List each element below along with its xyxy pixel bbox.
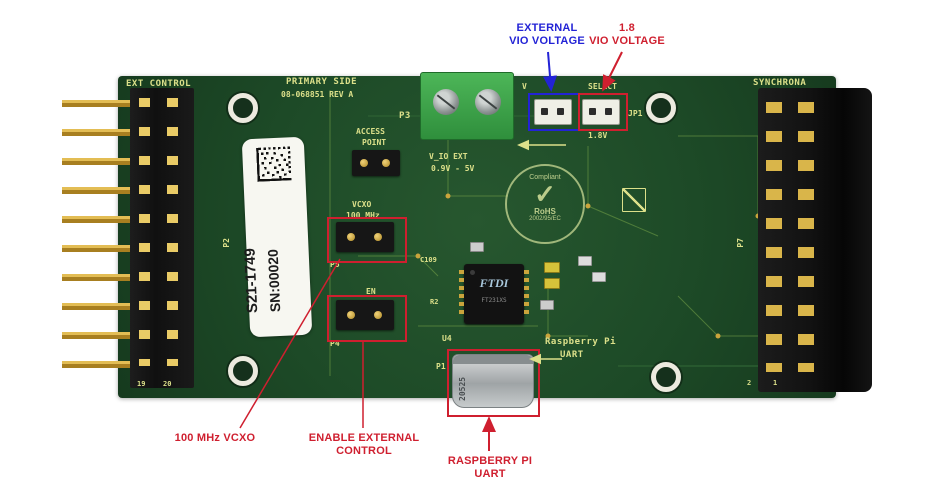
silk-ext-control: EXT CONTROL bbox=[126, 79, 192, 89]
silk-p3: P3 bbox=[399, 111, 411, 121]
vio-jumper-external bbox=[534, 99, 572, 125]
callout-raspberry-pi-uart: RASPBERRY PI UART bbox=[438, 455, 542, 481]
micro-usb-connector: 20525 bbox=[452, 354, 534, 408]
callout-external-vio: EXTERNAL VIO VOLTAGE bbox=[495, 22, 599, 48]
silk-rev: 08-068851 REV A bbox=[281, 90, 354, 99]
serial-number-line1: S21-1749 bbox=[241, 247, 262, 314]
callout-enable-external-control: ENABLE EXTERNAL CONTROL bbox=[303, 432, 425, 458]
resistor bbox=[470, 242, 484, 252]
diode-silkscreen-symbol bbox=[622, 188, 646, 212]
left-header-pad-column bbox=[139, 98, 150, 366]
serial-number-line2: SN:00020 bbox=[264, 248, 284, 313]
silk-uart: UART bbox=[560, 350, 584, 360]
chip-pin1-dot bbox=[470, 270, 475, 275]
rohs-brand: RoHS bbox=[534, 207, 556, 216]
silk-primary-side: PRIMARY SIDE bbox=[286, 77, 358, 87]
silk-1v8: 1.8V bbox=[588, 131, 608, 140]
usb-metal-lip bbox=[453, 355, 533, 364]
terminal-screw bbox=[433, 89, 459, 115]
silk-pin19: 19 bbox=[137, 380, 146, 388]
rohs-check-icon: ✓ bbox=[534, 179, 556, 209]
callout-1v8-line1: 1.8 bbox=[619, 22, 635, 34]
mounting-hole bbox=[228, 356, 258, 386]
terminal-screw bbox=[475, 89, 501, 115]
silk-point: POINT bbox=[362, 138, 387, 147]
external-vio-highlight-box bbox=[528, 93, 580, 131]
enable-jumper-p4 bbox=[336, 300, 394, 330]
silk-jp1: JP1 bbox=[628, 109, 643, 118]
chip-pins-left bbox=[459, 270, 464, 318]
callout-uart-line1: RASPBERRY PI bbox=[447, 455, 533, 467]
rohs-code: 2002/95/EC bbox=[529, 216, 561, 222]
uart-highlight-box bbox=[447, 349, 540, 417]
mounting-hole bbox=[646, 93, 676, 123]
silk-u4: U4 bbox=[442, 334, 452, 343]
silk-pin20: 20 bbox=[163, 380, 172, 388]
silk-vio-ext: V_IO EXT bbox=[429, 152, 468, 161]
rohs-word: Compliant bbox=[529, 174, 561, 181]
silk-vio-select-v: V bbox=[522, 82, 527, 91]
chip-brand: FTDI bbox=[479, 276, 509, 290]
left-header-pins bbox=[62, 100, 134, 368]
silk-raspberry-pi: Raspberry Pi bbox=[545, 337, 617, 347]
silk-p2: P2 bbox=[222, 238, 231, 248]
callout-100mhz-vcxo: 100 MHz VCXO bbox=[174, 432, 256, 444]
silk-100mhz: 100 MHz bbox=[346, 211, 380, 220]
silk-p1: P1 bbox=[436, 362, 446, 371]
left-header-pad-column bbox=[167, 98, 178, 366]
chip-part-number: FT231XS bbox=[481, 297, 507, 304]
callout-uart-line2: UART bbox=[474, 468, 506, 480]
serial-label-sticker: S21-1749 SN:00020 bbox=[241, 136, 313, 338]
enable-highlight-box bbox=[327, 295, 407, 342]
ftdi-chip-u4: FTDI FT231XS bbox=[459, 264, 529, 324]
terminal-block-p3 bbox=[420, 72, 514, 140]
silk-access: ACCESS bbox=[356, 127, 385, 136]
led bbox=[544, 278, 560, 289]
silk-c109: C109 bbox=[420, 256, 437, 264]
vio-jumper-1v8 bbox=[582, 99, 620, 125]
callout-enable-line1: ENABLE EXTERNAL bbox=[308, 432, 420, 444]
silk-vio-ext-range: 0.9V - 5V bbox=[431, 164, 475, 173]
silk-p7: P7 bbox=[736, 238, 745, 248]
capacitor bbox=[578, 256, 592, 266]
vcxo-jumper-p5 bbox=[336, 222, 394, 252]
right-connector-pin-column bbox=[766, 102, 782, 372]
mounting-hole bbox=[228, 93, 258, 123]
datamatrix-barcode bbox=[256, 146, 292, 182]
silk-vio-select: SELECT bbox=[588, 82, 617, 91]
right-connector-pin-column bbox=[798, 102, 814, 372]
1v8-vio-highlight-box bbox=[578, 93, 628, 131]
mounting-hole bbox=[651, 362, 681, 392]
rohs-mark: Compliant ✓ RoHS 2002/95/EC bbox=[505, 164, 585, 244]
callout-external-vio-line1: EXTERNAL bbox=[516, 22, 578, 34]
silk-pin1: 1 bbox=[773, 379, 778, 387]
silk-vcxo: VCXO bbox=[352, 200, 372, 209]
silk-pin2: 2 bbox=[747, 379, 752, 387]
silk-en: EN bbox=[366, 287, 376, 296]
capacitor bbox=[592, 272, 606, 282]
silk-synchrona: SYNCHRONA bbox=[753, 78, 807, 88]
callout-1v8-vio: 1.8 VIO VOLTAGE bbox=[585, 22, 669, 48]
chip-pins-right bbox=[524, 270, 529, 318]
callout-1v8-line2: VIO VOLTAGE bbox=[589, 35, 665, 47]
led bbox=[544, 262, 560, 273]
vcxo-highlight-box bbox=[327, 217, 407, 263]
resistor bbox=[540, 300, 554, 310]
callout-enable-line2: CONTROL bbox=[336, 445, 392, 457]
silk-r2: R2 bbox=[430, 298, 439, 306]
access-point-header bbox=[352, 150, 400, 176]
callout-external-vio-line2: VIO VOLTAGE bbox=[509, 35, 585, 47]
